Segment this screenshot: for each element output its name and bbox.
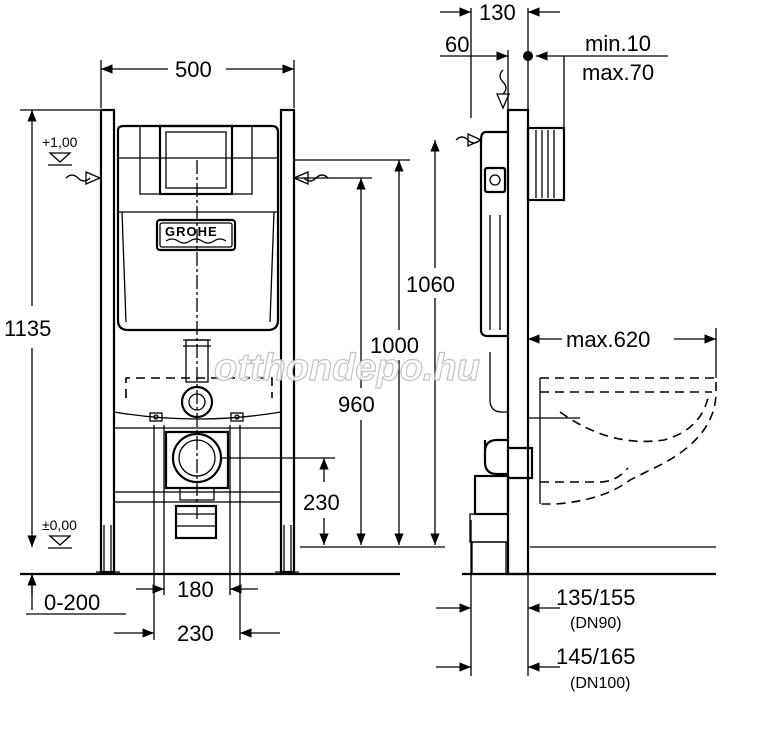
- dim-depth-top: 130: [479, 0, 516, 25]
- dim-pipe-90: 135/155: [556, 585, 636, 610]
- dim-frame-width: 500: [175, 57, 212, 82]
- side-actuator: [526, 126, 566, 202]
- dim-height-1060: 1060: [406, 272, 455, 297]
- side-wc-outline: [540, 377, 717, 505]
- frame-post-left: [99, 108, 116, 574]
- dim-frame-height: 1135: [4, 316, 51, 341]
- level-floor: ±0,00: [42, 517, 77, 533]
- dim-outlet-spacing: 180: [177, 577, 214, 602]
- flush-plate-opening: [158, 124, 234, 196]
- dim-height-960: 960: [338, 392, 375, 417]
- dim-pipe-100-dn: (DN100): [570, 675, 630, 692]
- flush-pipe-elbow: [180, 385, 214, 419]
- side-cistern: [479, 130, 508, 338]
- wc-bowl-outline: [125, 377, 273, 398]
- grohe-logo-text: GROHE: [165, 224, 218, 239]
- drain-connector: [174, 504, 218, 540]
- side-frame-post: [506, 108, 530, 576]
- outlet-bracket: [164, 430, 230, 490]
- dim-projection: max.620: [566, 327, 650, 352]
- watermark: otthondepo.hu: [214, 347, 480, 389]
- dim-wall-max: max.70: [582, 60, 654, 85]
- level-top: +1,00: [42, 134, 78, 150]
- dim-wall-min: min.10: [585, 31, 651, 56]
- front-view: GROHE +1,00 ±0,0: [4, 57, 466, 646]
- dim-height-1000: 1000: [370, 333, 419, 358]
- grohe-logo: [155, 218, 237, 252]
- side-outlet-pipe: [473, 474, 510, 516]
- dim-support-spacing: 230: [177, 621, 214, 646]
- dim-outlet-height: 230: [303, 490, 340, 515]
- dim-pipe-90-dn: (DN90): [570, 615, 622, 632]
- dim-floor-adjust: 0-200: [44, 590, 100, 615]
- dim-depth-60: 60: [445, 32, 469, 57]
- frame-post-right: [279, 108, 296, 574]
- side-view: 130 60 min.10 max.70 max.620 135/155 (DN…: [436, 0, 717, 692]
- dim-pipe-100: 145/165: [556, 644, 636, 669]
- cistern: [116, 124, 280, 332]
- wall-anchor-point: [523, 51, 533, 61]
